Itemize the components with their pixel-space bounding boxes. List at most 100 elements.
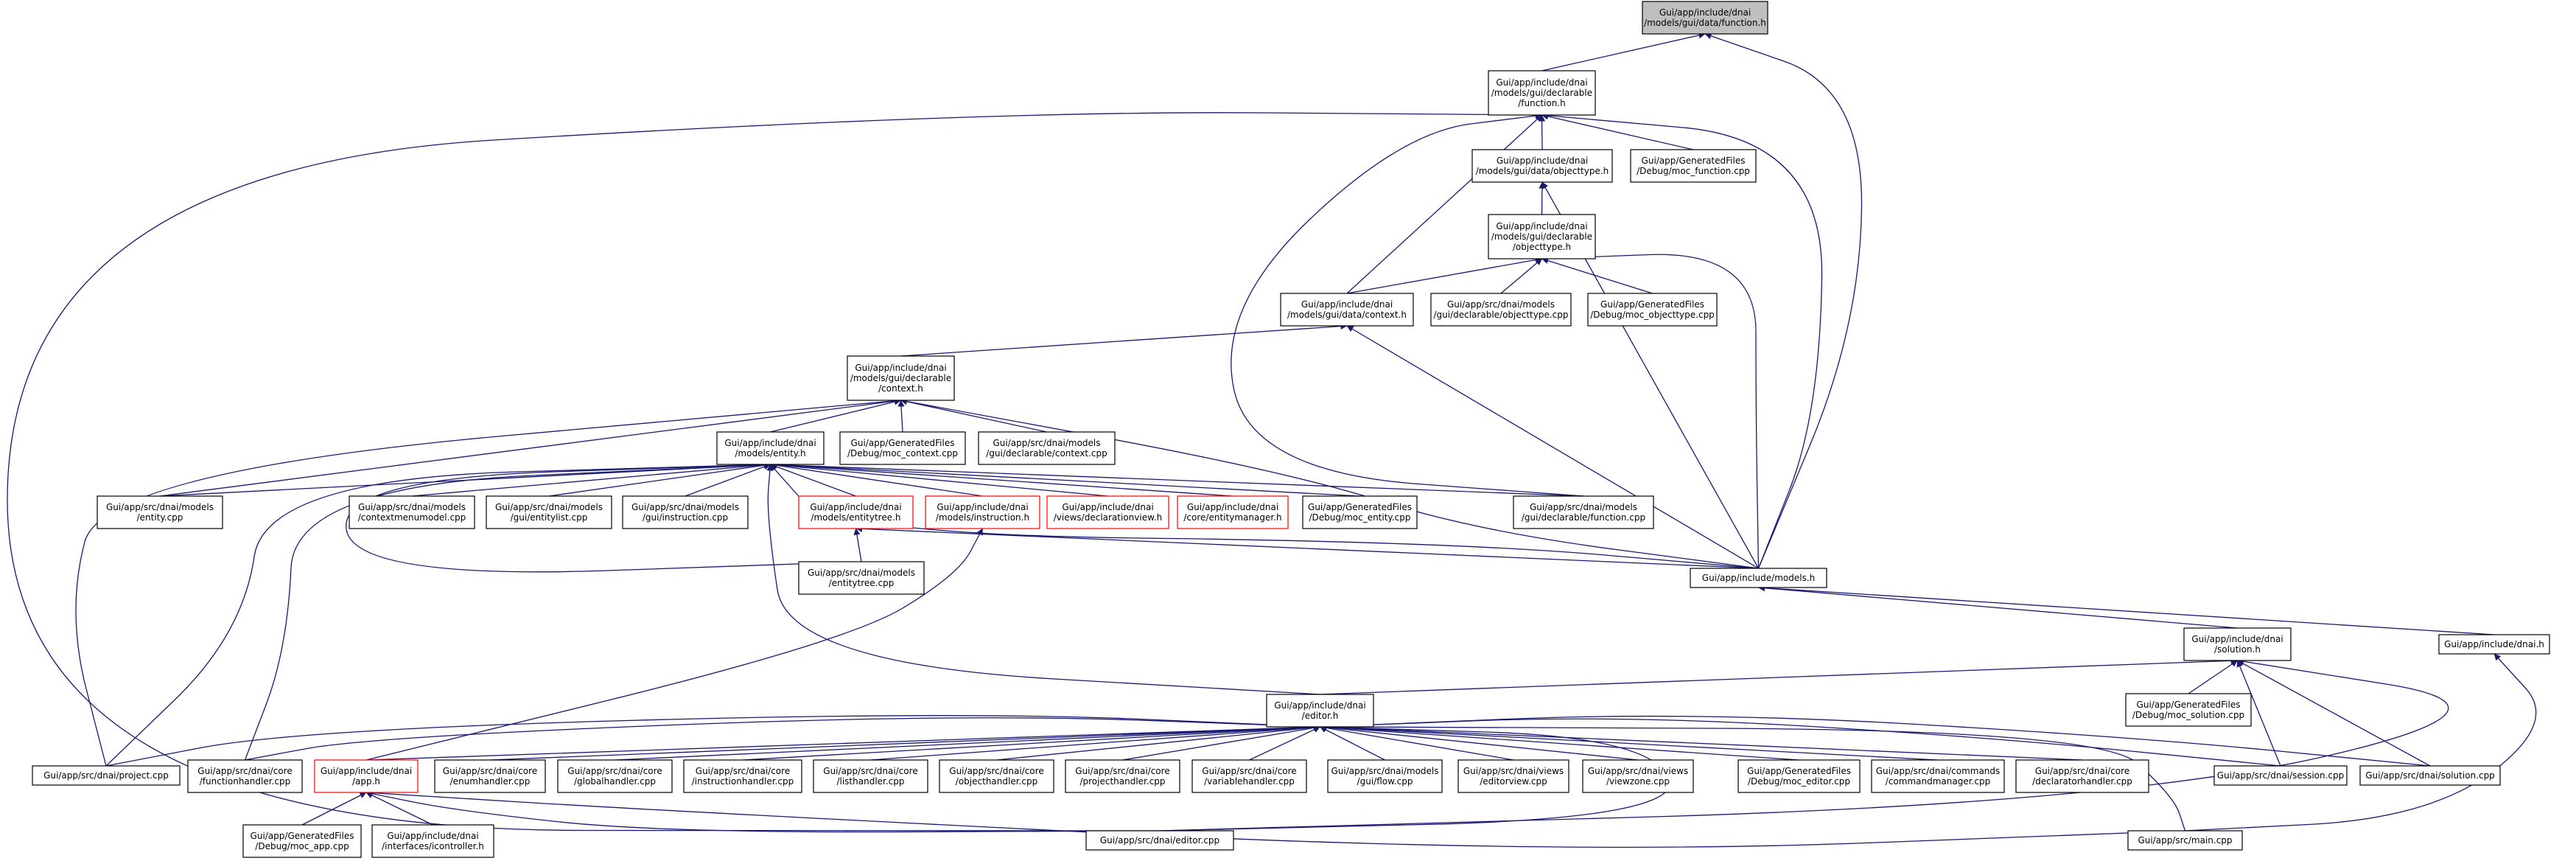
node-entity-h[interactable]: Gui/app/include/dnai/models/entity.h — [716, 431, 825, 465]
node-box[interactable] — [1327, 759, 1443, 793]
node-box[interactable] — [557, 759, 673, 793]
node-box[interactable] — [2438, 634, 2550, 655]
node-entitytree-cpp[interactable]: Gui/app/src/dnai/models/entitytree.cpp — [798, 561, 925, 595]
node-decl-context-cpp[interactable]: Gui/app/src/dnai/models/gui/declarable/c… — [978, 431, 1116, 465]
node-box[interactable] — [2183, 627, 2292, 661]
node-root[interactable]: Gui/app/include/dnai/models/gui/data/fun… — [1642, 1, 1768, 35]
node-viewzone-cpp[interactable]: Gui/app/src/dnai/views/viewzone.cpp — [1582, 759, 1694, 793]
node-entitylist-cpp[interactable]: Gui/app/src/dnai/models/gui/entitylist.c… — [486, 495, 612, 529]
node-box[interactable] — [2127, 830, 2243, 851]
node-editor-h[interactable]: Gui/app/include/dnai/editor.h — [1266, 694, 1374, 728]
node-box[interactable] — [242, 824, 362, 858]
node-moc-entity[interactable]: Gui/app/GeneratedFiles/Debug/moc_entity.… — [1302, 495, 1418, 529]
node-box[interactable] — [434, 759, 546, 793]
node-solution-cpp[interactable]: Gui/app/src/dnai/solution.cpp — [2359, 765, 2501, 786]
node-dnai-h[interactable]: Gui/app/include/dnai.h — [2438, 634, 2550, 655]
node-box[interactable] — [798, 561, 925, 595]
node-box[interactable] — [1302, 495, 1418, 529]
node-box[interactable] — [683, 759, 802, 793]
node-instructionhandler-cpp[interactable]: Gui/app/src/dnai/core/instructionhandler… — [683, 759, 802, 793]
node-decl-objecttype-h[interactable]: Gui/app/include/dnai/models/gui/declarab… — [1488, 214, 1596, 259]
node-box[interactable] — [187, 759, 303, 793]
node-moc-editor[interactable]: Gui/app/GeneratedFiles/Debug/moc_editor.… — [1737, 759, 1861, 793]
node-session-cpp[interactable]: Gui/app/src/dnai/session.cpp — [2213, 765, 2348, 786]
node-box[interactable] — [1642, 1, 1768, 35]
node-entitymanager-h[interactable]: Gui/app/include/dnai/core/entitymanager.… — [1177, 495, 1289, 529]
node-box[interactable] — [1085, 830, 1234, 851]
node-box[interactable] — [1630, 149, 1757, 183]
node-box[interactable] — [813, 759, 928, 793]
node-box[interactable] — [1513, 495, 1654, 529]
node-box[interactable] — [1690, 568, 1827, 588]
node-box[interactable] — [925, 495, 1040, 529]
node-box[interactable] — [32, 765, 181, 786]
node-contextmenumodel-cpp[interactable]: Gui/app/src/dnai/models/contextmenumodel… — [349, 495, 475, 529]
node-guiflow-cpp[interactable]: Gui/app/src/dnai/models/gui/flow.cpp — [1327, 759, 1443, 793]
node-enumhandler-cpp[interactable]: Gui/app/src/dnai/core/enumhandler.cpp — [434, 759, 546, 793]
node-projecthandler-cpp[interactable]: Gui/app/src/dnai/core/projecthandler.cpp — [1065, 759, 1180, 793]
node-moc-function[interactable]: Gui/app/GeneratedFiles/Debug/moc_functio… — [1630, 149, 1757, 183]
node-box[interactable] — [2359, 765, 2501, 786]
node-box[interactable] — [1488, 70, 1596, 116]
node-box[interactable] — [978, 431, 1116, 465]
node-declarationview-h[interactable]: Gui/app/include/dnai/views/declarationvi… — [1046, 495, 1169, 529]
node-moc-objecttype[interactable]: Gui/app/GeneratedFiles/Debug/moc_objectt… — [1587, 293, 1718, 327]
node-box[interactable] — [1046, 495, 1169, 529]
node-box[interactable] — [847, 355, 955, 401]
node-box[interactable] — [1177, 495, 1289, 529]
node-box[interactable] — [97, 495, 223, 529]
node-box[interactable] — [349, 495, 475, 529]
node-box[interactable] — [1871, 759, 2005, 793]
node-listhandler-cpp[interactable]: Gui/app/src/dnai/core/listhandler.cpp — [813, 759, 928, 793]
node-editor-cpp[interactable]: Gui/app/src/dnai/editor.cpp — [1085, 830, 1234, 851]
node-functionhandler-cpp[interactable]: Gui/app/src/dnai/core/functionhandler.cp… — [187, 759, 303, 793]
node-entity-cpp[interactable]: Gui/app/src/dnai/models/entity.cpp — [97, 495, 223, 529]
node-box[interactable] — [486, 495, 612, 529]
node-instruction-h[interactable]: Gui/app/include/dnai/models/instruction.… — [925, 495, 1040, 529]
node-box[interactable] — [1457, 759, 1569, 793]
node-variablehandler-cpp[interactable]: Gui/app/src/dnai/core/variablehandler.cp… — [1191, 759, 1307, 793]
node-box[interactable] — [2125, 693, 2252, 727]
node-decl-context-h[interactable]: Gui/app/include/dnai/models/gui/declarab… — [847, 355, 955, 401]
node-declaratorhandler-cpp[interactable]: Gui/app/src/dnai/core/declaratorhandler.… — [2015, 759, 2149, 793]
node-objecthandler-cpp[interactable]: Gui/app/src/dnai/core/objecthandler.cpp — [939, 759, 1054, 793]
node-globalhandler-cpp[interactable]: Gui/app/src/dnai/core/globalhandler.cpp — [557, 759, 673, 793]
node-moc-app[interactable]: Gui/app/GeneratedFiles/Debug/moc_app.cpp — [242, 824, 362, 858]
node-decl-function-h[interactable]: Gui/app/include/dnai/models/gui/declarab… — [1488, 70, 1596, 116]
node-icontroller-h[interactable]: Gui/app/include/dnai/interfaces/icontrol… — [371, 824, 494, 858]
node-project-cpp[interactable]: Gui/app/src/dnai/project.cpp — [32, 765, 181, 786]
node-box[interactable] — [371, 824, 494, 858]
node-app-h[interactable]: Gui/app/include/dnai/app.h — [314, 759, 419, 793]
node-decl-function-cpp[interactable]: Gui/app/src/dnai/models/gui/declarable/f… — [1513, 495, 1654, 529]
node-box[interactable] — [1065, 759, 1180, 793]
node-box[interactable] — [2015, 759, 2149, 793]
node-box[interactable] — [1471, 149, 1613, 183]
node-entitytree-h[interactable]: Gui/app/include/dnai/models/entitytree.h — [798, 495, 914, 529]
node-instruction-cpp[interactable]: Gui/app/src/dnai/models/gui/instruction.… — [622, 495, 749, 529]
node-box[interactable] — [622, 495, 749, 529]
node-box[interactable] — [798, 495, 914, 529]
node-solution-h[interactable]: Gui/app/include/dnai/solution.h — [2183, 627, 2292, 661]
node-commandmanager-cpp[interactable]: Gui/app/src/dnai/commands/commandmanager… — [1871, 759, 2005, 793]
node-editorview-cpp[interactable]: Gui/app/src/dnai/views/editorview.cpp — [1457, 759, 1569, 793]
node-decl-objecttype-cpp[interactable]: Gui/app/src/dnai/models/gui/declarable/o… — [1430, 293, 1572, 327]
node-objecttype-h[interactable]: Gui/app/include/dnai/models/gui/data/obj… — [1471, 149, 1613, 183]
node-box[interactable] — [1737, 759, 1861, 793]
node-box[interactable] — [1280, 293, 1414, 327]
node-box[interactable] — [939, 759, 1054, 793]
node-main-cpp[interactable]: Gui/app/src/main.cpp — [2127, 830, 2243, 851]
node-moc-solution[interactable]: Gui/app/GeneratedFiles/Debug/moc_solutio… — [2125, 693, 2252, 727]
node-data-context-h[interactable]: Gui/app/include/dnai/models/gui/data/con… — [1280, 293, 1414, 327]
node-models-h[interactable]: Gui/app/include/models.h — [1690, 568, 1827, 588]
node-box[interactable] — [2213, 765, 2348, 786]
node-box[interactable] — [716, 431, 825, 465]
node-box[interactable] — [1430, 293, 1572, 327]
node-box[interactable] — [839, 431, 966, 465]
node-box[interactable] — [1582, 759, 1694, 793]
node-box[interactable] — [1191, 759, 1307, 793]
node-box[interactable] — [1266, 694, 1374, 728]
node-box[interactable] — [1587, 293, 1718, 327]
node-box[interactable] — [1488, 214, 1596, 259]
node-moc-context[interactable]: Gui/app/GeneratedFiles/Debug/moc_context… — [839, 431, 966, 465]
node-box[interactable] — [314, 759, 419, 793]
